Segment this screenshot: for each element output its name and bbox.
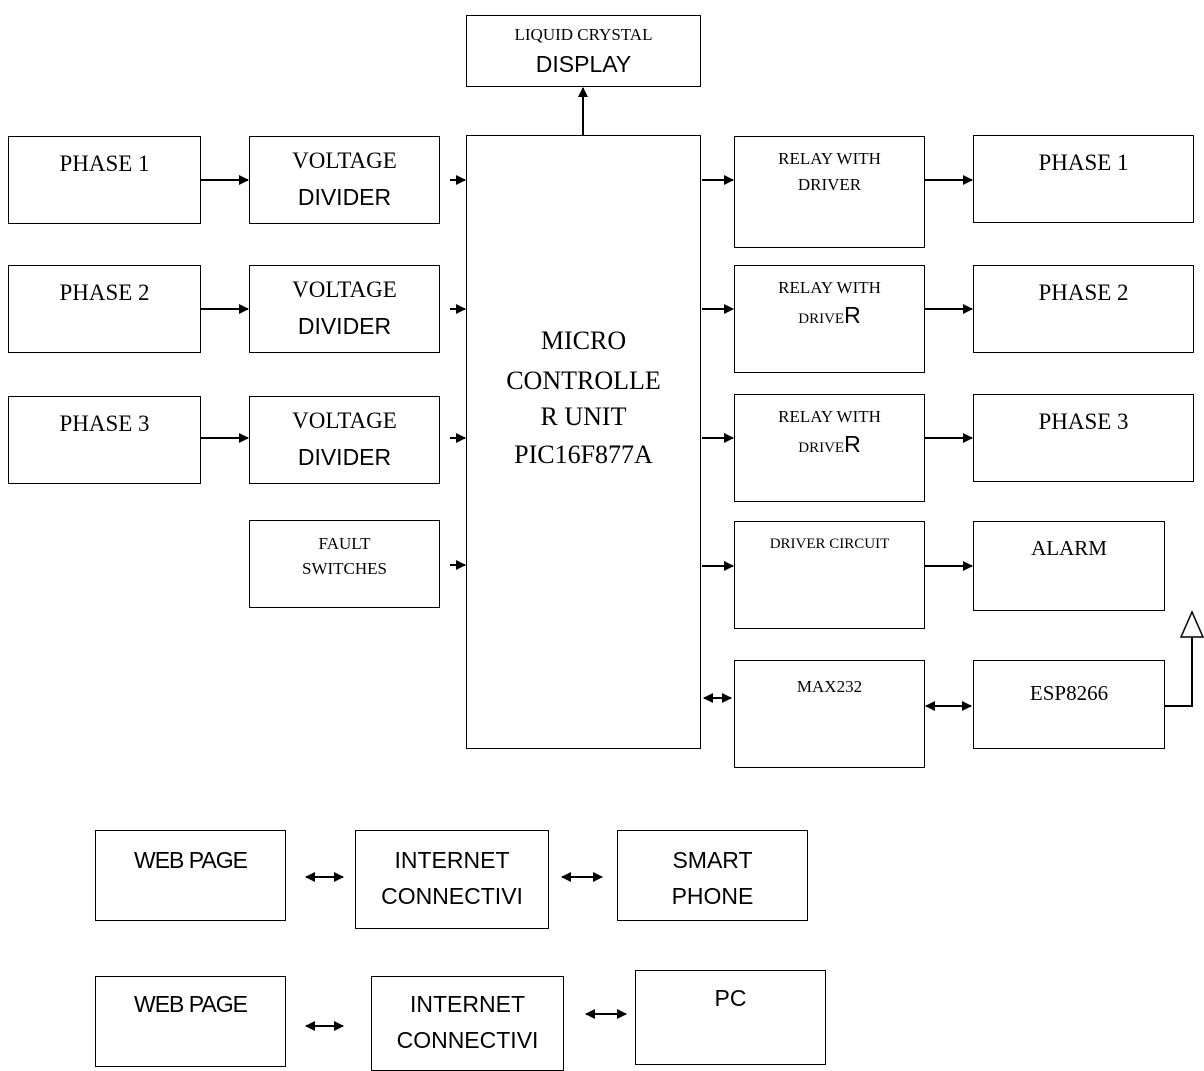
- fault-switches-line2: SWITCHES: [302, 559, 387, 578]
- phase-1-output-label: PHASE 1: [1038, 150, 1129, 175]
- mcu-line1: MICRO: [540, 326, 627, 355]
- relay-driver-1-block: RELAY WITH DRIVER: [734, 136, 925, 248]
- lcd-block: LIQUID CRYSTAL DISPLAY: [466, 15, 701, 87]
- voltage-divider-3-line2: DIVIDER: [297, 444, 392, 470]
- internet-1-line1: INTERNET: [394, 847, 510, 873]
- voltage-divider-2-line2: DIVIDER: [297, 313, 392, 339]
- relay-1-line2: DRIVER: [797, 175, 862, 194]
- relay-driver-2-block: RELAY WITH DRIVER: [734, 265, 925, 373]
- driver-circuit-block: DRIVER CIRCUIT: [734, 521, 925, 629]
- voltage-divider-1-line1: VOLTAGE: [292, 148, 397, 173]
- lcd-label-line2: DISPLAY: [535, 51, 632, 77]
- antenna-icon: [1179, 610, 1204, 638]
- pc-label: PC: [714, 985, 747, 1011]
- phase-1-input-label: PHASE 1: [59, 151, 150, 176]
- lcd-label-line1: LIQUID CRYSTAL: [514, 25, 653, 44]
- fault-switches-block: FAULT SWITCHES: [249, 520, 440, 608]
- relay-2-line2b: R: [844, 302, 861, 328]
- esp8266-label: ESP8266: [1029, 681, 1109, 705]
- alarm-label: ALARM: [1031, 536, 1107, 560]
- fault-switches-line1: FAULT: [318, 534, 371, 553]
- smart-phone-line2: PHONE: [671, 883, 754, 909]
- relay-3-line2b: R: [844, 431, 861, 457]
- internet-connectivity-block-2: INTERNET CONNECTIVI: [371, 976, 564, 1071]
- relay-2-line2a: DRIVE: [798, 311, 845, 327]
- relay-3-line2: DRIVER: [735, 431, 924, 458]
- internet-2-line2: CONNECTIVI: [396, 1027, 539, 1053]
- web-page-block-1: WEB PAGE: [95, 830, 286, 921]
- web-page-2-label: WEB PAGE: [134, 991, 248, 1017]
- esp8266-block: ESP8266: [973, 660, 1165, 749]
- mcu-line2: CONTROLLE: [506, 366, 661, 395]
- phase-3-output-label: PHASE 3: [1038, 409, 1129, 434]
- internet-connectivity-block-1: INTERNET CONNECTIVI: [355, 830, 549, 929]
- smart-phone-line1: SMART: [672, 847, 753, 873]
- relay-2-line1: RELAY WITH: [778, 278, 881, 297]
- antenna-line: [1165, 636, 1193, 707]
- phase-2-input-label: PHASE 2: [59, 280, 150, 305]
- phase-2-output-label: PHASE 2: [1038, 280, 1129, 305]
- phase-1-output-block: PHASE 1: [973, 135, 1194, 223]
- relay-3-line1: RELAY WITH: [778, 407, 881, 426]
- max232-block: MAX232: [734, 660, 925, 768]
- mcu-line3: R UNIT: [540, 402, 627, 431]
- phase-3-output-block: PHASE 3: [973, 394, 1194, 482]
- alarm-block: ALARM: [973, 521, 1165, 611]
- max232-label: MAX232: [796, 677, 863, 696]
- relay-3-line2a: DRIVE: [798, 440, 845, 456]
- pc-block: PC: [635, 970, 826, 1065]
- phase-2-input-block: PHASE 2: [8, 265, 201, 353]
- voltage-divider-2-block: VOLTAGE DIVIDER: [249, 265, 440, 353]
- voltage-divider-1-line2: DIVIDER: [297, 184, 392, 210]
- microcontroller-block: MICRO CONTROLLE R UNIT PIC16F877A: [466, 135, 701, 749]
- voltage-divider-1-block: VOLTAGE DIVIDER: [249, 136, 440, 224]
- internet-2-line1: INTERNET: [410, 991, 525, 1017]
- phase-2-output-block: PHASE 2: [973, 265, 1194, 353]
- web-page-block-2: WEB PAGE: [95, 976, 286, 1067]
- smart-phone-block: SMART PHONE: [617, 830, 808, 921]
- relay-1-line1: RELAY WITH: [778, 149, 881, 168]
- voltage-divider-3-line1: VOLTAGE: [292, 408, 397, 433]
- relay-2-line2: DRIVER: [735, 302, 924, 329]
- voltage-divider-3-block: VOLTAGE DIVIDER: [249, 396, 440, 484]
- phase-3-input-block: PHASE 3: [8, 396, 201, 484]
- voltage-divider-2-line1: VOLTAGE: [292, 277, 397, 302]
- internet-1-line2: CONNECTIVI: [381, 883, 523, 909]
- phase-3-input-label: PHASE 3: [59, 411, 150, 436]
- relay-driver-3-block: RELAY WITH DRIVER: [734, 394, 925, 502]
- driver-circuit-label: DRIVER CIRCUIT: [769, 536, 890, 552]
- web-page-1-label: WEB PAGE: [134, 847, 248, 873]
- mcu-line4: PIC16F877A: [514, 440, 653, 469]
- phase-1-input-block: PHASE 1: [8, 136, 201, 224]
